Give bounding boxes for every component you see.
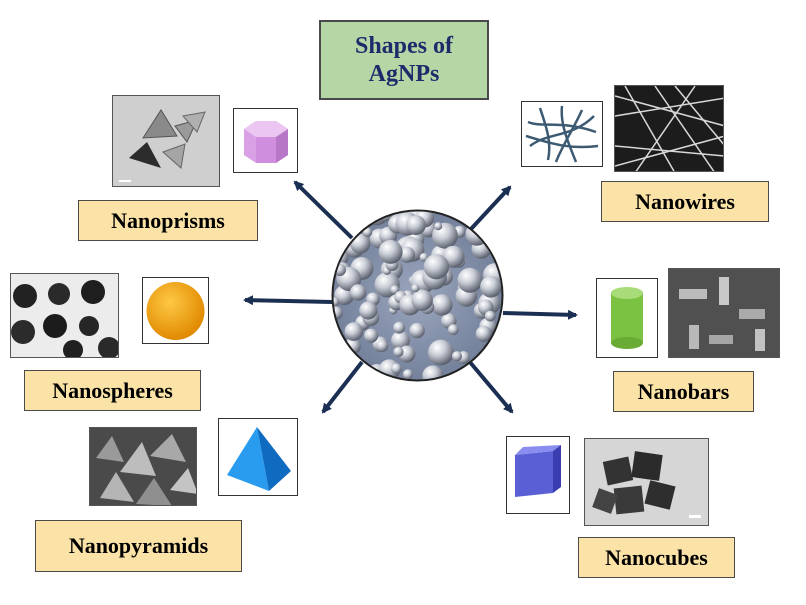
silver-bead (348, 211, 372, 227)
silver-bead (422, 365, 444, 380)
wire-mesh-icon (525, 105, 599, 163)
silver-bead (423, 254, 450, 280)
silver-bead (451, 351, 463, 362)
hexagonal-prism-icon (244, 121, 288, 163)
nanopyramids-label: Nanopyramids (68, 533, 209, 558)
silver-bead (376, 339, 389, 352)
center-nanoparticle-image (331, 209, 504, 382)
silver-bead (447, 324, 459, 336)
nanospheres-label: Nanospheres (52, 377, 173, 403)
nanopyramids-label-box: Nanopyramids (35, 520, 242, 572)
title-line-2: AgNPs (368, 61, 440, 87)
nanospheres-shape-box (142, 277, 209, 344)
silver-bead (411, 284, 420, 293)
pyramid-icon (227, 427, 291, 491)
nanocubes-label-box: Nanocubes (578, 537, 735, 578)
nanopyramids-shape-box (218, 418, 298, 496)
sphere-icon (146, 282, 205, 340)
silver-bead (391, 330, 410, 350)
nanoprisms-micrograph (112, 95, 220, 187)
nanowires-label-box: Nanowires (601, 181, 769, 222)
nanowires-micrograph (614, 85, 724, 172)
silver-bead (434, 222, 443, 231)
diagram-title: Shapes of AgNPs (319, 20, 489, 100)
nanocubes-label: Nanocubes (605, 544, 708, 570)
silver-bead (391, 363, 402, 374)
silver-bead (475, 325, 492, 342)
nanopyramids-micrograph (89, 427, 197, 506)
nanoprisms-shape-box (233, 108, 298, 173)
silver-bead (338, 236, 348, 246)
nanobars-label-box: Nanobars (613, 371, 754, 412)
nanobars-label: Nanobars (637, 378, 730, 404)
nanobars-micrograph (668, 268, 780, 358)
arrow-to-nanobars (502, 309, 578, 320)
silver-bead (349, 284, 367, 301)
silver-bead (480, 276, 502, 298)
nanobars-shape-box (596, 278, 658, 358)
nanocubes-shape-box (506, 436, 570, 514)
silver-bead (338, 211, 355, 226)
arrow-to-nanoprisms (293, 180, 354, 240)
silver-bead (406, 215, 426, 235)
nanowires-shape-box (521, 101, 603, 167)
silver-bead (409, 322, 425, 339)
arrow-to-nanowires (469, 185, 512, 231)
nanospheres-label-box: Nanospheres (24, 370, 201, 411)
arrow-to-nanospheres (243, 295, 333, 306)
silver-bead (333, 212, 343, 227)
cube-icon (515, 445, 561, 497)
silver-bead (337, 354, 352, 369)
silver-bead (333, 297, 340, 307)
silver-bead (359, 301, 378, 320)
silver-bead (333, 306, 343, 320)
silver-bead (493, 342, 502, 357)
silver-bead (490, 354, 502, 371)
silver-bead (402, 369, 413, 380)
silver-bead (338, 372, 355, 380)
silver-bead (344, 322, 364, 341)
title-line-1: Shapes of (354, 33, 454, 59)
nanoprisms-label-box: Nanoprisms (78, 200, 258, 241)
silver-bead (457, 267, 483, 293)
silver-bead (411, 289, 433, 311)
nanospheres-micrograph (10, 273, 119, 358)
silver-bead (393, 321, 405, 334)
silver-bead (428, 339, 454, 366)
cylinder-icon (611, 287, 643, 349)
silver-bead (484, 310, 496, 322)
silver-bead (364, 328, 379, 343)
silver-bead (398, 246, 416, 263)
silver-bead (378, 239, 403, 264)
silver-bead (336, 369, 353, 380)
silver-bead (354, 211, 365, 215)
silver-bead (431, 294, 453, 316)
silver-bead (393, 346, 404, 357)
arrow-to-nanocubes (467, 359, 514, 414)
nanocubes-micrograph (584, 438, 709, 526)
nanowires-label: Nanowires (635, 188, 735, 214)
silver-bead (489, 372, 498, 380)
nanoprisms-label: Nanoprisms (111, 207, 225, 233)
arrow-to-nanopyramids (321, 360, 364, 414)
